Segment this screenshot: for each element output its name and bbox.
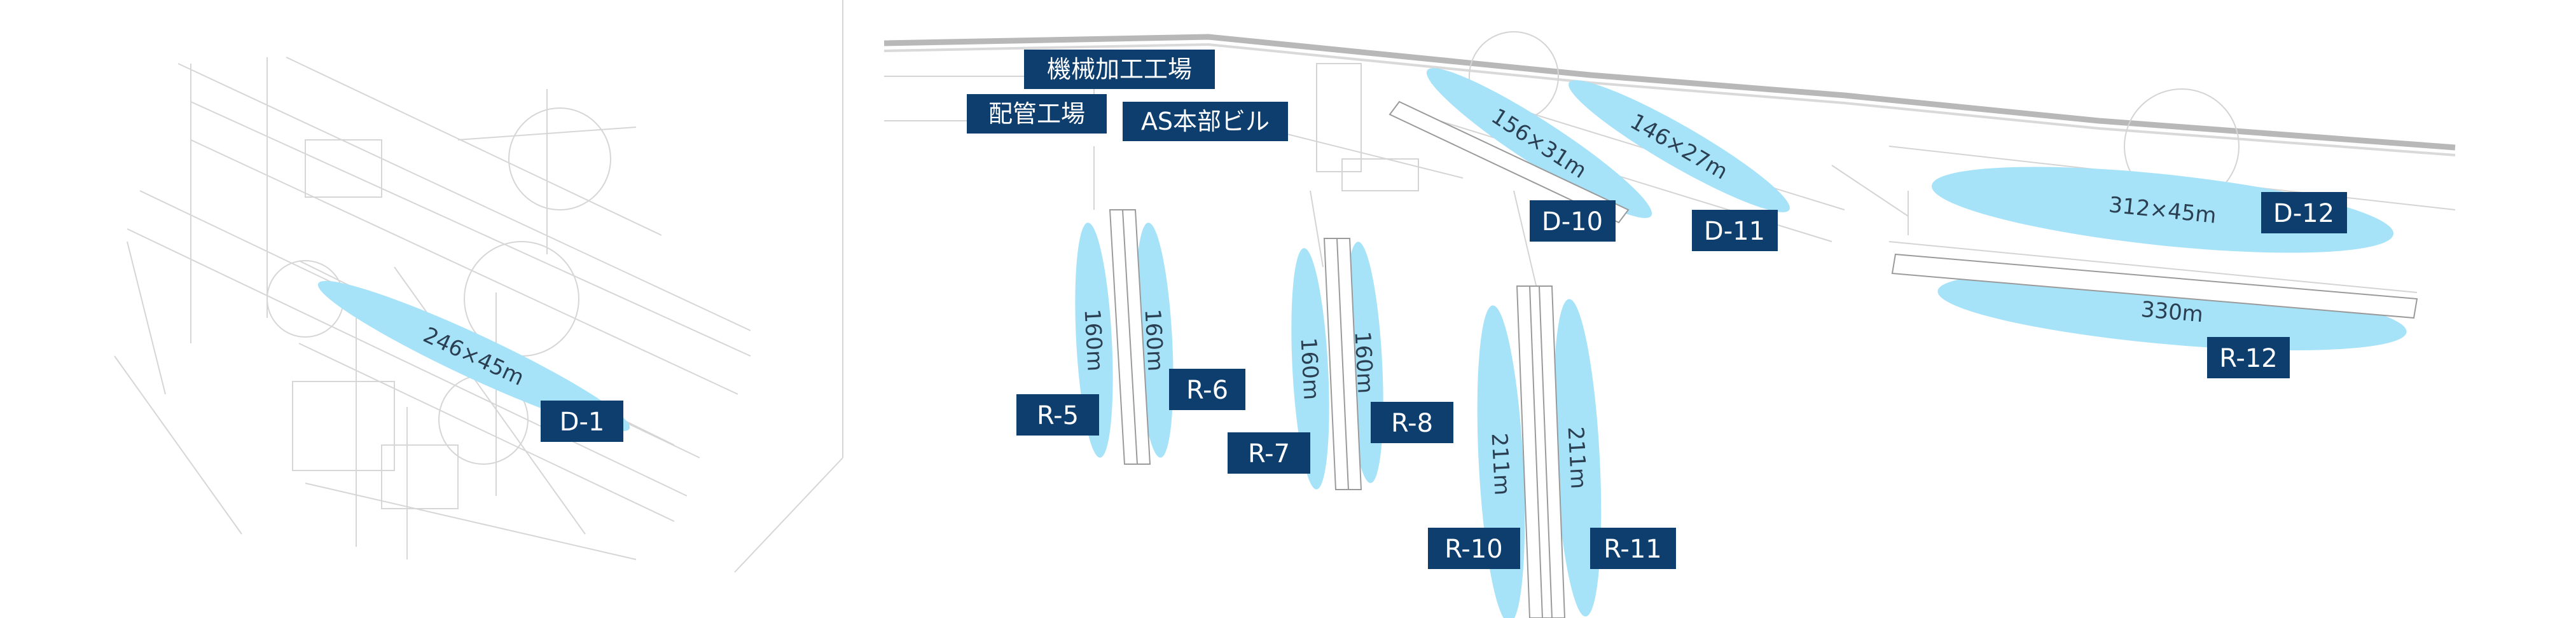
dock-r11-dimension: 211m: [1562, 426, 1591, 490]
dock-r6-dimension: 160m: [1139, 308, 1168, 372]
dock-label-r7: R-7: [1228, 432, 1310, 474]
dock-label-r12: R-12: [2207, 337, 2290, 378]
dock-label-r5: R-5: [1016, 394, 1099, 436]
building-label-as-hq: AS本部ビル: [1123, 102, 1288, 141]
building-label-machining: 機械加工工場: [1024, 50, 1215, 89]
pier-structures: [1109, 100, 2418, 618]
dock-r5-dimension: 160m: [1079, 308, 1107, 372]
dock-label-d10: D-10: [1530, 200, 1616, 242]
dock-r12-dimension: 330m: [2140, 297, 2204, 327]
dock-label-r5-text: R-5: [1037, 401, 1079, 430]
pier-r10-r11: [1516, 285, 1566, 618]
dock-label-r11: R-11: [1590, 528, 1676, 569]
dock-r10-dimension: 211m: [1486, 432, 1514, 496]
dock-d1-shape: [317, 280, 630, 432]
dock-label-r11-text: R-11: [1603, 535, 1662, 564]
dock-d11-shape: [1568, 80, 1790, 212]
dock-label-r8: R-8: [1371, 402, 1453, 443]
building-label-as-hq-text: AS本部ビル: [1141, 107, 1270, 135]
dock-r7-shape: [1291, 248, 1329, 490]
dock-label-d1: D-1: [541, 401, 623, 442]
pier-d10-d11: [1388, 100, 1630, 224]
dock-label-d11: D-11: [1692, 210, 1778, 251]
inset-divider-diagonal: [734, 457, 843, 573]
dock-label-r10-text: R-10: [1444, 535, 1503, 564]
dock-label-d12: D-12: [2261, 192, 2347, 233]
dock-r12-shape: [1937, 272, 2407, 351]
dock-label-d12-text: D-12: [2273, 199, 2334, 228]
dock-r8-dimension: 160m: [1349, 331, 1378, 394]
quay-road: [883, 34, 2456, 151]
pier-d12-r12: [1891, 253, 2418, 319]
dock-d10-shape: [1426, 68, 1652, 218]
dock-label-r12-text: R-12: [2219, 344, 2278, 373]
dock-label-d10-text: D-10: [1542, 207, 1603, 237]
building-label-machining-text: 機械加工工場: [1047, 55, 1192, 83]
building-label-piping-text: 配管工場: [988, 100, 1085, 128]
dock-label-d11-text: D-11: [1704, 217, 1765, 246]
dock-label-r8-text: R-8: [1391, 409, 1433, 438]
dock-r7-dimension: 160m: [1295, 337, 1324, 401]
left-inset-plan: [114, 0, 843, 573]
building-labels: 機械加工工場 配管工場 AS本部ビル: [967, 50, 1288, 141]
dock-label-r6: R-6: [1169, 369, 1245, 410]
building-label-piping: 配管工場: [967, 94, 1107, 134]
dock-label-r7-text: R-7: [1248, 439, 1290, 469]
dock-r11-shape: [1553, 299, 1602, 617]
dock-label-d1-text: D-1: [560, 408, 605, 437]
dock-labels: D-1 D-10 D-11 D-12 R-12 R-5 R-6 R-7: [541, 192, 2347, 569]
dock-label-r6-text: R-6: [1186, 376, 1228, 405]
dock-label-r10: R-10: [1428, 528, 1520, 569]
